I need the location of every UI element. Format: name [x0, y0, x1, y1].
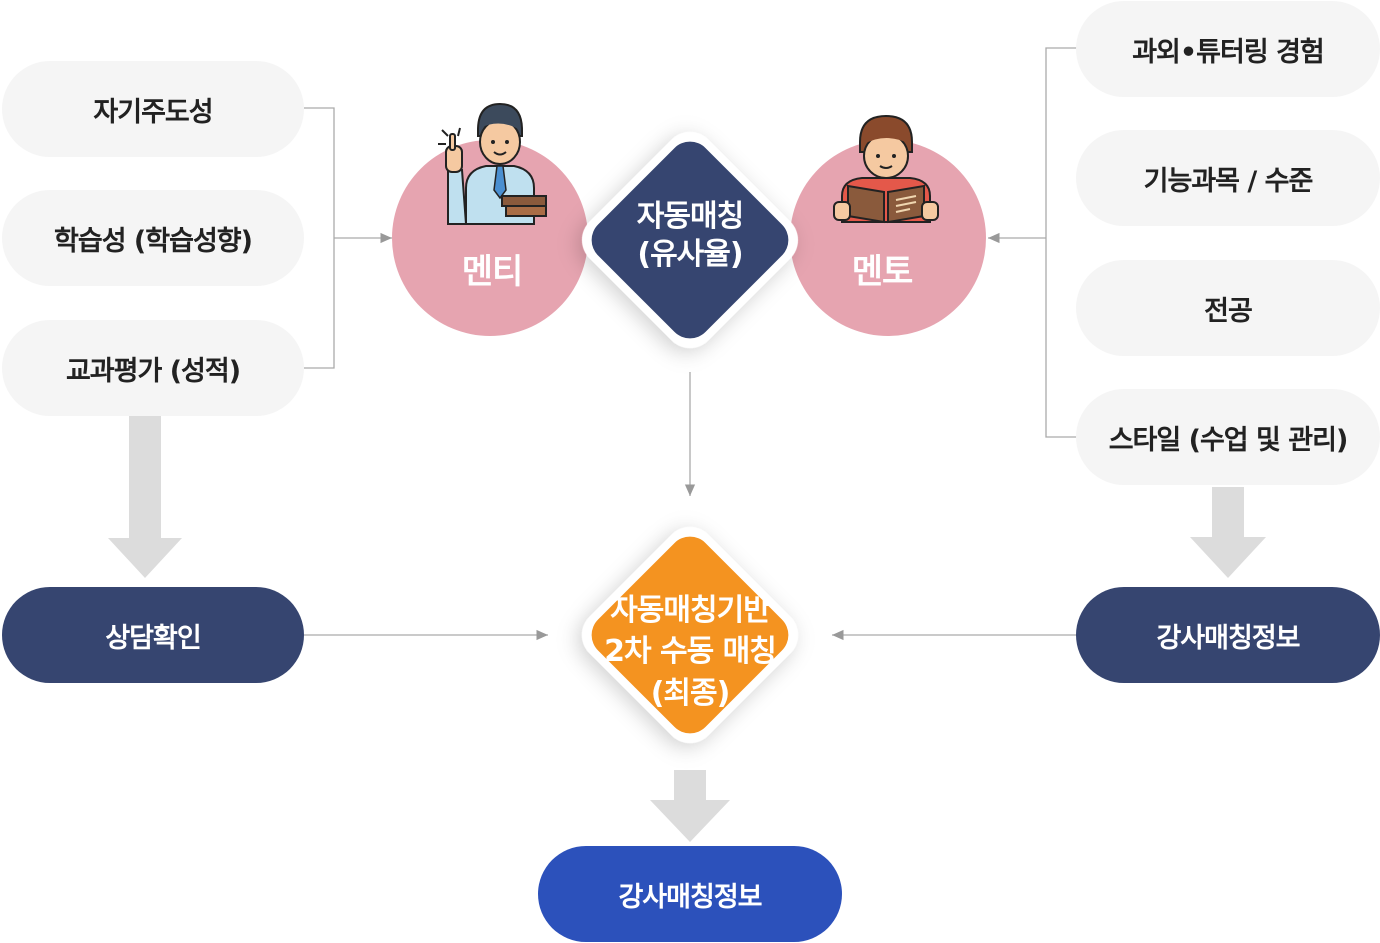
instructor-match-info-label: 강사매칭정보 — [1156, 622, 1300, 654]
criteria-tutoring-experience: 과외•튜터링 경험 — [1076, 1, 1380, 97]
manual-match-label: 자동매칭기반 2차 수동 매칭 (최종) — [575, 590, 805, 714]
mentee-label: 멘티 — [461, 252, 524, 292]
consult-confirm-pill: 상담확인 — [2, 587, 304, 683]
criteria-label: 자기주도성 — [93, 96, 213, 128]
auto-match-line1: 자동매칭 — [636, 199, 744, 234]
criteria-grades: 교과평가 (성적) — [2, 320, 304, 416]
instructor-match-info-pill: 강사매칭정보 — [1076, 587, 1380, 683]
mentor-label: 멘토 — [851, 252, 914, 292]
mentee-person-icon — [438, 102, 547, 225]
criteria-learning-tendency: 학습성 (학습성향) — [2, 190, 304, 286]
manual-match-diamond — [581, 526, 799, 744]
right-bracket-connector — [988, 47, 1078, 438]
left-bracket-connector — [304, 107, 392, 369]
criteria-label: 기능과목 / 수준 — [1143, 165, 1314, 197]
manual-match-line1: 자동매칭기반 — [610, 593, 771, 628]
manual-match-line2: 2차 수동 매칭 — [604, 634, 777, 670]
auto-match-line2: (유사율) — [637, 236, 743, 272]
criteria-label: 교과평가 (성적) — [65, 355, 241, 387]
final-match-info-pill: 강사매칭정보 — [538, 846, 842, 942]
criteria-label: 전공 — [1204, 295, 1253, 327]
final-match-info-label: 강사매칭정보 — [618, 881, 762, 913]
right-down-arrow-icon — [1190, 487, 1266, 578]
criteria-skill-subject-level: 기능과목 / 수준 — [1076, 130, 1380, 226]
auto-match-diamond — [581, 131, 799, 349]
consult-confirm-label: 상담확인 — [105, 622, 201, 654]
auto-match-label: 자동매칭 (유사율) — [590, 198, 790, 273]
criteria-label: 과외•튜터링 경험 — [1132, 36, 1325, 68]
criteria-label: 학습성 (학습성향) — [54, 225, 253, 257]
criteria-style: 스타일 (수업 및 관리) — [1076, 389, 1380, 485]
criteria-label: 스타일 (수업 및 관리) — [1108, 424, 1349, 456]
left-down-arrow-icon — [108, 416, 182, 578]
mentor-reading-icon — [833, 114, 939, 224]
criteria-major: 전공 — [1076, 260, 1380, 356]
center-down-arrow-icon — [650, 770, 730, 842]
manual-match-line3: (최종) — [650, 675, 731, 711]
criteria-self-directed: 자기주도성 — [2, 61, 304, 157]
